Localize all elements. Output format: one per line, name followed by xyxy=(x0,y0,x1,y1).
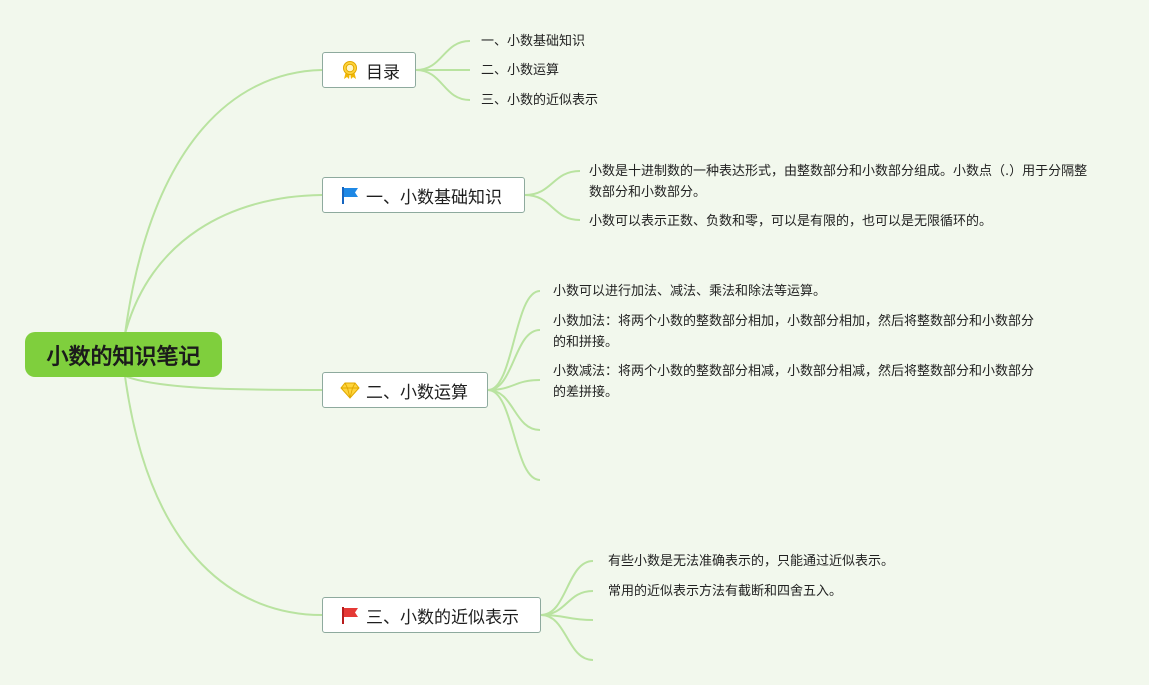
basics-note[interactable]: 小数可以表示正数、负数和零，可以是有限的，也可以是无限循环的。 xyxy=(589,214,993,229)
connector-root-approximation xyxy=(124,375,323,616)
branch-operations-label: 二、小数运算 xyxy=(366,382,468,403)
connector-operations-leaf-0 xyxy=(487,290,541,391)
connector-root-operations xyxy=(124,375,323,391)
root-topic[interactable]: 小数的知识笔记 xyxy=(25,332,222,377)
award-ribbon-icon xyxy=(340,60,360,80)
blue-flag-icon xyxy=(340,185,360,205)
operations-note[interactable]: 小数减法：将两个小数的整数部分相减，小数部分相减，然后将整数部分和小数部分的差拼… xyxy=(553,364,1035,400)
toc-item[interactable]: 二、小数运算 xyxy=(481,63,560,78)
connector-approximation-leaf-3 xyxy=(540,614,594,661)
connector-toc-leaf-2 xyxy=(415,69,471,101)
connector-operations-leaf-4 xyxy=(487,389,541,481)
approximation-empty-topic[interactable] xyxy=(593,612,633,628)
operations-note[interactable]: 小数可以进行加法、减法、乘法和除法等运算。 xyxy=(553,284,827,299)
branch-approximation-label: 三、小数的近似表示 xyxy=(366,607,519,628)
connector-root-basics xyxy=(124,194,323,335)
operations-note[interactable]: 小数加法：将两个小数的整数部分相加，小数部分相加，然后将整数部分和小数部分的和拼… xyxy=(553,314,1035,350)
branch-operations[interactable]: 二、小数运算 xyxy=(322,372,488,408)
diamond-icon xyxy=(340,380,360,400)
connector-basics-leaf-0 xyxy=(524,170,581,196)
connector-operations-leaf-3 xyxy=(487,389,541,431)
operations-empty-topic[interactable] xyxy=(540,472,580,488)
approximation-empty-topic[interactable] xyxy=(593,652,633,668)
connector-operations-leaf-1 xyxy=(487,329,541,391)
connector-approximation-leaf-1 xyxy=(540,590,594,616)
branch-basics-label: 一、小数基础知识 xyxy=(366,187,502,208)
toc-item[interactable]: 一、小数基础知识 xyxy=(481,34,586,49)
toc-item[interactable]: 三、小数的近似表示 xyxy=(481,93,599,108)
connector-approximation-leaf-2 xyxy=(540,614,594,621)
approximation-note[interactable]: 有些小数是无法准确表示的，只能通过近似表示。 xyxy=(608,554,895,569)
connector-root-toc xyxy=(124,69,323,335)
red-flag-icon xyxy=(340,605,360,625)
root-topic-label: 小数的知识笔记 xyxy=(46,344,201,370)
connector-operations-leaf-2 xyxy=(487,379,541,391)
branch-toc-label: 目录 xyxy=(366,62,400,83)
connector-approximation-leaf-0 xyxy=(540,560,594,616)
basics-note[interactable]: 小数是十进制数的一种表达形式，由整数部分和小数部分组成。小数点（.）用于分隔整数… xyxy=(589,164,1088,200)
branch-basics[interactable]: 一、小数基础知识 xyxy=(322,177,525,213)
operations-empty-topic[interactable] xyxy=(540,422,580,438)
connector-basics-leaf-1 xyxy=(524,194,581,221)
approximation-note[interactable]: 常用的近似表示方法有截断和四舍五入。 xyxy=(608,584,843,599)
branch-approximation[interactable]: 三、小数的近似表示 xyxy=(322,597,541,633)
branch-toc[interactable]: 目录 xyxy=(322,52,416,88)
connector-toc-leaf-0 xyxy=(415,40,471,71)
